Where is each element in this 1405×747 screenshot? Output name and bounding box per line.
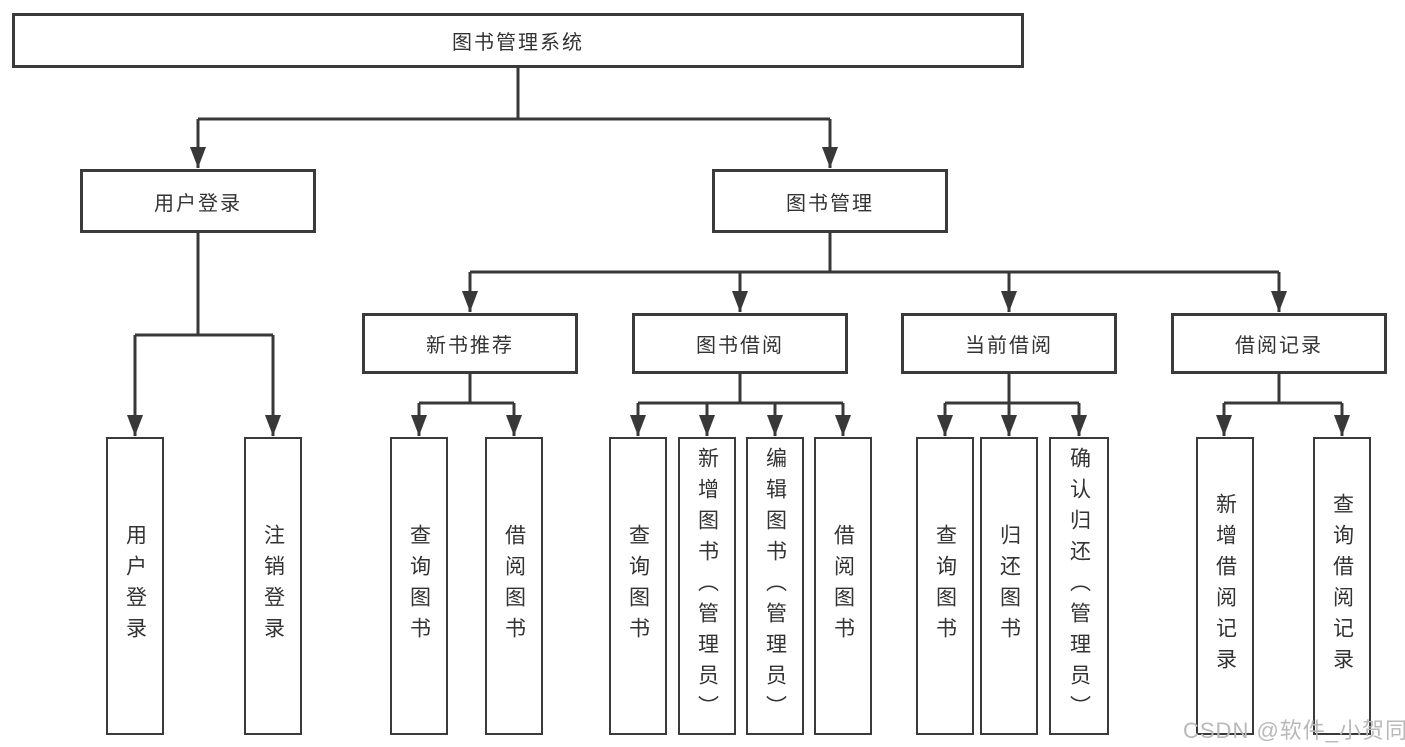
spine-borrow-records — [1224, 374, 1342, 405]
leaf-query-books-2-label: 查询图书 — [626, 524, 650, 648]
leaf-add-books-admin: 新增图书（管理员） — [678, 437, 736, 735]
node-root: 图书管理系统 — [12, 13, 1024, 68]
leaf-logout-label: 注销登录 — [261, 524, 285, 648]
leaf-edit-books-admin-label: 编辑图书（管理员） — [763, 446, 787, 726]
leaf-query-books-3: 查询图书 — [916, 437, 974, 735]
spine-current-borrow — [945, 374, 1079, 405]
node-new-books-label: 新书推荐 — [426, 335, 514, 357]
leaf-user-login: 用户登录 — [106, 437, 164, 735]
leaf-logout: 注销登录 — [244, 437, 302, 735]
leaf-borrow-books-1: 借阅图书 — [485, 437, 543, 735]
leaf-borrow-books-2-label: 借阅图书 — [831, 524, 855, 648]
leaf-query-books-1: 查询图书 — [390, 437, 448, 735]
spine-new-books — [419, 374, 514, 405]
node-book-mgmt: 图书管理 — [712, 169, 948, 233]
leaf-return-books: 归还图书 — [980, 437, 1038, 735]
node-current-borrow: 当前借阅 — [901, 313, 1117, 374]
leaf-query-books-1-label: 查询图书 — [407, 524, 431, 648]
leaf-return-books-label: 归还图书 — [997, 524, 1021, 648]
leaf-confirm-return-admin: 确认归还（管理员） — [1049, 437, 1109, 735]
node-book-mgmt-label: 图书管理 — [786, 192, 874, 215]
node-borrow-records-label: 借阅记录 — [1235, 335, 1323, 357]
leaf-query-borrow-record-label: 查询借阅记录 — [1330, 493, 1354, 679]
node-root-label: 图书管理系统 — [452, 32, 584, 54]
node-user-login-label: 用户登录 — [154, 192, 242, 215]
leaf-query-borrow-record: 查询借阅记录 — [1313, 437, 1371, 735]
leaf-add-books-admin-label: 新增图书（管理员） — [695, 446, 719, 726]
leaf-user-login-label: 用户登录 — [123, 524, 147, 648]
leaf-add-borrow-record: 新增借阅记录 — [1196, 437, 1254, 735]
leaf-borrow-books-2: 借阅图书 — [814, 437, 872, 735]
leaf-edit-books-admin: 编辑图书（管理员） — [746, 437, 804, 735]
node-book-borrow-label: 图书借阅 — [696, 335, 784, 357]
node-current-borrow-label: 当前借阅 — [965, 335, 1053, 357]
watermark: CSDN @软件_小贺同学 — [1183, 718, 1405, 743]
spine-book-borrow — [638, 374, 843, 405]
spine-root — [198, 68, 830, 121]
leaf-add-borrow-record-label: 新增借阅记录 — [1213, 493, 1237, 679]
node-user-login: 用户登录 — [80, 169, 316, 233]
leaf-query-books-2: 查询图书 — [609, 437, 667, 735]
leaf-query-books-3-label: 查询图书 — [933, 524, 957, 648]
node-borrow-records: 借阅记录 — [1171, 313, 1387, 374]
spine-book-mgmt — [470, 233, 1279, 274]
node-book-borrow: 图书借阅 — [632, 313, 848, 374]
leaf-borrow-books-1-label: 借阅图书 — [502, 524, 526, 648]
spine-user-login — [135, 233, 273, 337]
leaf-confirm-return-admin-label: 确认归还（管理员） — [1067, 446, 1091, 726]
node-new-books: 新书推荐 — [362, 313, 578, 374]
